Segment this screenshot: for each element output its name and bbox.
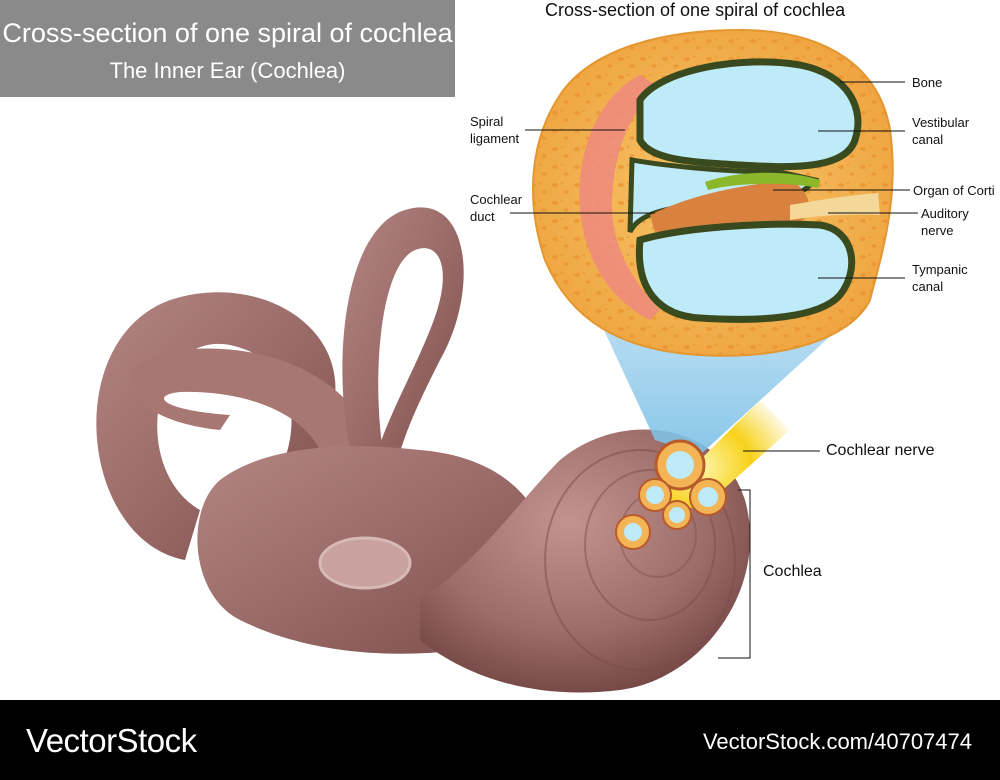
label-vestibular-canal: Vestibular canal [912, 115, 970, 147]
label-organ-of-corti: Organ of Corti [913, 183, 995, 198]
footer-bar: VectorStock VectorStock.com/40707474 [0, 700, 1000, 780]
label-spiral-ligament: Spiral ligament [470, 114, 520, 146]
tympanic-canal-region [635, 220, 856, 323]
vestibular-canal-region [636, 58, 862, 171]
cross-section-title: Cross-section of one spiral of cochlea [545, 0, 846, 20]
leader-lines [510, 81, 918, 659]
oval-window [318, 536, 412, 590]
brand-logo: VectorStock [26, 722, 197, 759]
inner-ear-illustration [96, 28, 918, 693]
label-cochlea: Cochlea [763, 563, 822, 580]
label-cochlear-nerve: Cochlear nerve [826, 442, 935, 459]
image-id-text: VectorStock.com/40707474 [702, 729, 972, 754]
spiral-ligament-region [579, 75, 660, 320]
label-bone: Bone [912, 75, 943, 90]
label-cochlear-duct: Cochlear duct [470, 192, 523, 224]
cochlea-cut-sections [615, 439, 727, 550]
organ-of-corti-region [650, 180, 809, 232]
title-banner: Cross-section of one spiral of cochlea T… [0, 0, 455, 97]
page-subtitle: The Inner Ear (Cochlea) [109, 58, 346, 83]
cross-section-diagram [532, 28, 894, 357]
label-tympanic-canal: Tympanic canal [912, 262, 968, 294]
label-auditory-nerve: Auditory nerve [921, 206, 969, 238]
page-title: Cross-section of one spiral of cochlea [2, 18, 453, 48]
